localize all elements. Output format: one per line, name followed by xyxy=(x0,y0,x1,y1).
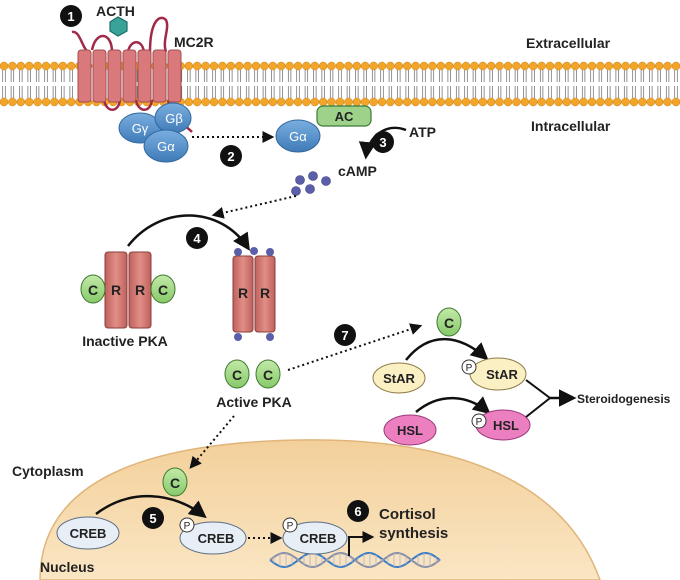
step-2-badge: 2 xyxy=(220,145,242,167)
step-1-badge: 1 xyxy=(60,5,82,27)
dna-bound-creb xyxy=(282,521,348,555)
inactive-c2-label: C xyxy=(158,282,168,298)
hsl-protein xyxy=(383,414,437,446)
transcription-start-arrow xyxy=(348,531,375,556)
star-phosphorylation-arrow xyxy=(405,337,489,361)
hsl-phosphorylation-arrow xyxy=(415,396,491,415)
dna-creb-phosphate xyxy=(282,517,298,533)
svg-text:1: 1 xyxy=(67,9,74,24)
step-4-badge: 4 xyxy=(186,227,208,249)
active-c2-label: C xyxy=(263,367,273,383)
creb-phosphate-label: P xyxy=(184,521,191,532)
star-phosphate-label: P xyxy=(466,363,473,374)
creb-phosphorylation-arrow xyxy=(95,495,207,519)
inactive-r2-label: R xyxy=(135,282,145,298)
svg-text:4: 4 xyxy=(193,231,201,246)
catalytic-subunit-nucleus xyxy=(162,467,188,497)
intracellular-label: Intracellular xyxy=(531,118,611,134)
pka-activation-arrow xyxy=(127,214,250,251)
creb-phosphate xyxy=(179,517,195,533)
active-pka-catalytic-subunits: C C xyxy=(224,359,281,389)
catalytic-subunit-cytoplasm xyxy=(436,307,462,337)
atp-label: ATP xyxy=(409,124,436,140)
phospho-creb-protein xyxy=(179,521,247,555)
catalytic-subunit-nucleus-label: C xyxy=(170,475,180,491)
star-phosphate xyxy=(461,359,477,375)
camp-bound-regulatory-subunits: R R xyxy=(232,247,276,341)
svg-text:2: 2 xyxy=(227,149,234,164)
hsl-phosphate xyxy=(471,413,487,429)
inactive-pka-label: Inactive PKA xyxy=(82,333,168,349)
camp-label: cAMP xyxy=(338,163,377,179)
nucleus-region xyxy=(39,439,601,580)
mc2r-receptor xyxy=(71,16,193,133)
phospho-hsl-label: HSL xyxy=(493,418,519,433)
bound-r2-label: R xyxy=(260,285,270,301)
phospho-star-label: StAR xyxy=(486,367,518,382)
step-3-badge: 3 xyxy=(372,131,394,153)
inactive-c1-label: C xyxy=(88,282,98,298)
step-5-badge: 5 xyxy=(142,507,164,529)
svg-text:5: 5 xyxy=(149,511,156,526)
dna-creb-phosphate-label: P xyxy=(287,521,294,532)
nucleus-label: Nucleus xyxy=(40,559,95,575)
camp-to-pka-arrow xyxy=(211,195,297,219)
star-label: StAR xyxy=(383,371,415,386)
acth-label: ACTH xyxy=(96,3,135,19)
adenylyl-cyclase xyxy=(316,105,372,127)
inactive-pka: R R C C xyxy=(80,251,176,329)
acth-hexagon xyxy=(109,16,128,37)
cytoplasm-label: Cytoplasm xyxy=(12,463,84,479)
steroidogenesis-converge xyxy=(525,379,552,418)
mc2r-label: MC2R xyxy=(174,34,214,50)
g-alpha-label: Gα xyxy=(157,139,175,154)
step-6-badge: 6 xyxy=(347,500,369,522)
catalytic-subunit-cytoplasm-label: C xyxy=(444,315,454,331)
cortisol-label-line1: Cortisol xyxy=(379,506,436,523)
g-alpha-free-label: Gα xyxy=(289,129,307,144)
inactive-r1-label: R xyxy=(111,282,121,298)
g-alpha-free xyxy=(275,119,321,153)
creb-label: CREB xyxy=(70,526,107,541)
svg-text:7: 7 xyxy=(341,328,348,343)
g-beta-label: Gβ xyxy=(165,111,183,126)
dna-helix xyxy=(269,551,441,569)
hsl-phosphate-label: P xyxy=(476,417,483,428)
active-c1-label: C xyxy=(232,367,242,383)
pka-to-nucleus-arrow xyxy=(189,415,235,469)
hsl-label: HSL xyxy=(397,423,423,438)
ac-label: AC xyxy=(335,109,354,124)
steroidogenesis-label: Steroidogenesis xyxy=(577,392,671,406)
phospho-creb-label: CREB xyxy=(198,531,235,546)
creb-protein xyxy=(56,516,120,550)
star-protein xyxy=(372,362,426,394)
g-gamma-label: Gγ xyxy=(132,121,149,136)
extracellular-label: Extracellular xyxy=(526,35,611,51)
step-7-badge: 7 xyxy=(334,324,356,346)
bound-r1-label: R xyxy=(238,285,248,301)
g-protein-trimer: Gγ Gβ Gα xyxy=(118,102,192,163)
svg-text:3: 3 xyxy=(379,135,386,150)
svg-text:6: 6 xyxy=(354,504,361,519)
dna-creb-label: CREB xyxy=(300,531,337,546)
active-pka-label: Active PKA xyxy=(216,394,291,410)
pka-to-substrates-arrow xyxy=(287,323,423,371)
cortisol-label-line2: synthesis xyxy=(379,525,448,542)
camp-molecules xyxy=(291,171,331,196)
